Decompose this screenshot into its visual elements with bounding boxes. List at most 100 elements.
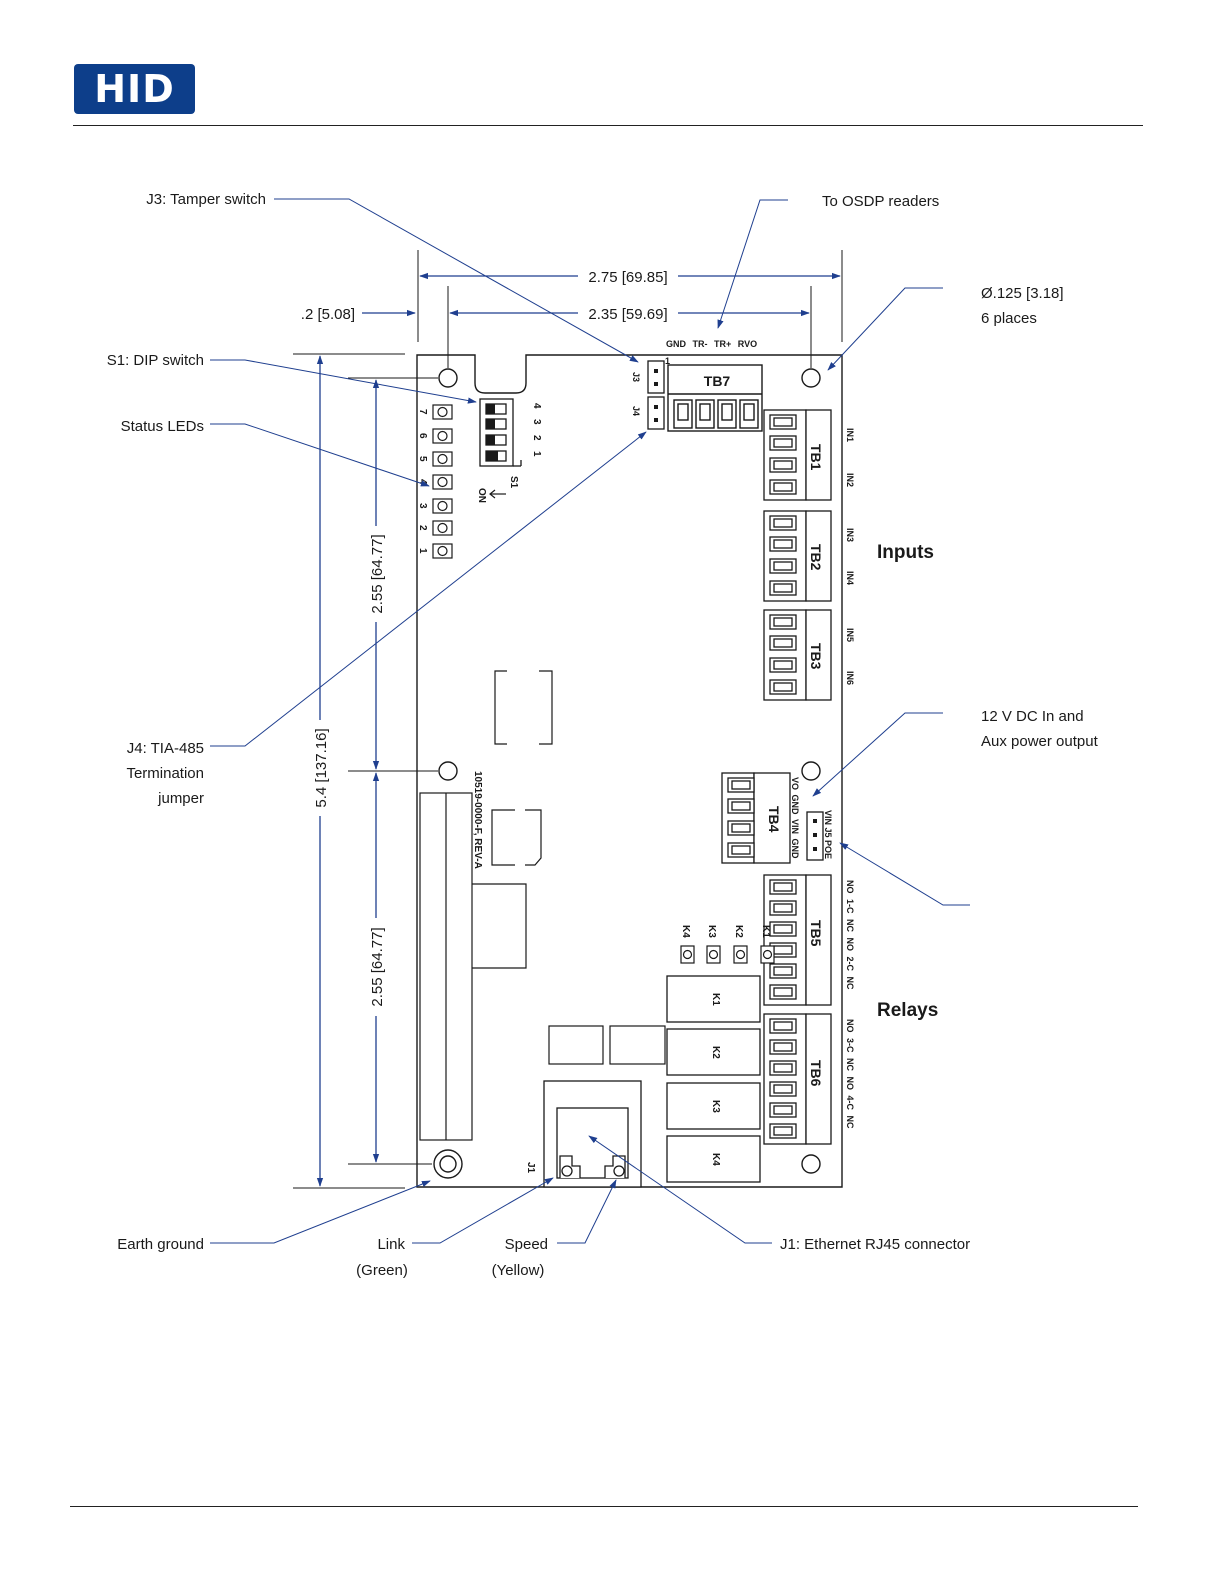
- tb1-label: TB1: [808, 444, 824, 471]
- led-numbers: 7 6 5 4 3 2 1: [417, 409, 428, 554]
- svg-text:1: 1: [531, 451, 542, 457]
- svg-text:K1: K1: [710, 993, 721, 1006]
- dim-height-lower: 2.55 [64.77]: [369, 927, 386, 1006]
- label-link-2: (Green): [356, 1262, 408, 1279]
- label-ethernet: J1: Ethernet RJ45 connector: [780, 1236, 970, 1253]
- dim-offset: .2 [5.08]: [301, 306, 355, 323]
- logo-text: HID: [94, 67, 175, 111]
- part-number: 10519-0000-F, REV-A: [472, 771, 483, 869]
- label-hole-dia: Ø.125 [3.18]: [981, 285, 1064, 302]
- tb2-label: TB2: [808, 544, 824, 571]
- label-dip: S1: DIP switch: [107, 352, 204, 369]
- label-link-1: Link: [377, 1236, 405, 1253]
- tb6-block: [763, 1013, 832, 1145]
- ic-brackets: [491, 670, 666, 1065]
- tb2-block: [763, 510, 832, 602]
- label-inputs: Inputs: [877, 542, 934, 563]
- svg-text:K1: K1: [760, 925, 771, 938]
- relays: [666, 975, 761, 1183]
- tb4-pin-labels: VO GND VIN GND: [790, 777, 800, 859]
- tb5-pin-labels: NO 1-C NC NO 2-C NC: [845, 880, 855, 990]
- svg-text:4: 4: [531, 403, 542, 409]
- label-relays: Relays: [877, 1000, 938, 1021]
- rj45-connector: [543, 1080, 642, 1188]
- svg-text:3: 3: [531, 419, 542, 425]
- dim-width-inner: 2.35 [59.69]: [588, 306, 667, 323]
- label-j4-2: Termination: [126, 765, 204, 782]
- svg-text:5: 5: [417, 456, 428, 462]
- svg-text:2: 2: [531, 435, 542, 441]
- dip-fill: [486, 404, 498, 461]
- status-leds: [432, 404, 453, 559]
- svg-text:K4: K4: [710, 1153, 721, 1166]
- label-j4-1: J4: TIA-485: [127, 740, 204, 757]
- tb4-label: TB4: [766, 806, 782, 833]
- tb5-block: [763, 874, 832, 1006]
- label-j4-3: jumper: [157, 790, 204, 807]
- j4-silk: J4: [631, 406, 641, 416]
- dim-height-upper: 2.55 [64.77]: [369, 534, 386, 613]
- svg-text:K4: K4: [680, 925, 691, 938]
- dim-height-total: 5.4 [137.16]: [313, 728, 330, 807]
- j1-silk: J1: [525, 1162, 536, 1174]
- header-rule: [73, 125, 1143, 126]
- label-earth: Earth ground: [117, 1236, 204, 1253]
- on-silk: ON: [476, 488, 487, 503]
- svg-text:7: 7: [417, 409, 428, 415]
- tb7-pin-labels: GND TR- TR+ RVO: [666, 339, 757, 349]
- mounting-holes: [433, 368, 821, 1179]
- j3-silk: J3: [631, 372, 641, 382]
- tb1-block: [763, 409, 832, 501]
- relay-led-labels: K4 K3 K2 K1: [680, 925, 771, 938]
- svg-text:6: 6: [417, 433, 428, 439]
- dimension-extension-lines: [293, 250, 843, 1189]
- label-power-2: Aux power output: [981, 733, 1099, 750]
- label-hole-count: 6 places: [981, 310, 1037, 327]
- label-osdp: To OSDP readers: [822, 193, 939, 210]
- heatsink-strip: [419, 792, 527, 1141]
- tb6-label: TB6: [808, 1060, 824, 1087]
- dim-width-total: 2.75 [69.85]: [588, 269, 667, 286]
- svg-text:1: 1: [417, 548, 428, 554]
- svg-text:2: 2: [417, 525, 428, 531]
- tb7-pin-1: 1: [665, 356, 670, 366]
- label-speed-2: (Yellow): [492, 1262, 545, 1279]
- tb3-label: TB3: [808, 643, 824, 670]
- j5-pin-labels: VIN J5 POE: [823, 810, 833, 859]
- j3-j4-headers: [647, 360, 665, 430]
- tb3-block: [763, 609, 832, 701]
- svg-text:K3: K3: [710, 1100, 721, 1113]
- svg-text:IN2: IN2: [845, 473, 855, 487]
- label-tamper: J3: Tamper switch: [146, 191, 266, 208]
- input-silk-labels: IN1 IN2 IN3 IN4 IN5 IN6: [845, 428, 855, 685]
- dip-numbers: 4 3 2 1: [531, 403, 542, 457]
- svg-text:IN3: IN3: [845, 528, 855, 542]
- footer-rule: [70, 1506, 1138, 1507]
- dimension-lines: [316, 272, 841, 1187]
- svg-text:IN6: IN6: [845, 671, 855, 685]
- tb4-block: [721, 772, 791, 864]
- svg-text:IN5: IN5: [845, 628, 855, 642]
- tb7-connector: [667, 364, 763, 432]
- tb6-pin-labels: NO 3-C NC NO 4-C NC: [845, 1019, 855, 1129]
- svg-text:K2: K2: [710, 1046, 721, 1059]
- label-speed-1: Speed: [505, 1236, 548, 1253]
- svg-text:K2: K2: [733, 925, 744, 938]
- svg-text:IN1: IN1: [845, 428, 855, 442]
- label-leds: Status LEDs: [121, 418, 204, 435]
- s1-silk: S1: [508, 476, 519, 489]
- svg-text:K3: K3: [706, 925, 717, 938]
- jumper-pins: [654, 369, 658, 422]
- relay-leds: [680, 945, 775, 964]
- svg-text:IN4: IN4: [845, 571, 855, 585]
- board-outline: [416, 354, 843, 1188]
- hid-logo: HID: [74, 64, 195, 114]
- tb5-label: TB5: [808, 920, 824, 947]
- tb7-label: TB7: [704, 373, 731, 389]
- label-power-1: 12 V DC In and: [981, 708, 1084, 725]
- j5-pins: [813, 819, 817, 851]
- relay-labels: K1 K2 K3 K4: [710, 993, 721, 1166]
- svg-text:3: 3: [417, 503, 428, 509]
- on-arrow-icon: [489, 489, 506, 499]
